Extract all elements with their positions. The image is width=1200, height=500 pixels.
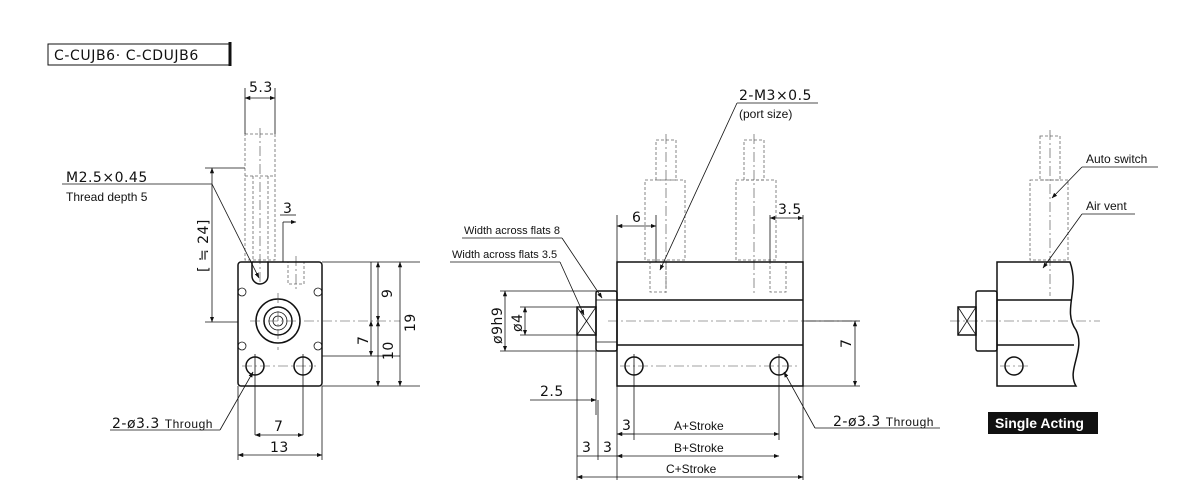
thread-label: M2.5×0.45 (66, 170, 148, 186)
flats-8: Width across flats 8 (464, 225, 560, 237)
dim-9: 9 (380, 289, 396, 298)
dim-3-b: 3 (582, 440, 591, 456)
dim-top: 5.3 (249, 80, 273, 96)
dim-19: 19 (403, 313, 419, 332)
single-acting-badge (988, 412, 1098, 434)
b-stroke: B+Stroke (674, 441, 724, 455)
dim-10: 10 (381, 341, 397, 360)
c-stroke: C+Stroke (666, 462, 717, 476)
dim-7: 7 (356, 336, 372, 345)
air-vent-label: Air vent (1086, 199, 1127, 213)
hole-label: 2-ø3.3 Through (112, 416, 213, 432)
side-view: 2-M3×0.5 (port size) Width across flats … (450, 88, 940, 480)
front-body (237, 261, 323, 387)
side-body (616, 261, 804, 387)
dim-7-side: 7 (839, 339, 855, 348)
dim-3-c: 3 (603, 440, 612, 456)
dim-3-a: 3 (622, 418, 631, 434)
dim-3-5: 3.5 (778, 202, 802, 218)
dim-3: 3 (283, 201, 292, 217)
port-note: (port size) (739, 107, 792, 121)
switch-body (996, 261, 1080, 387)
rod-end (576, 306, 597, 336)
dia-4: ø4 (510, 314, 526, 332)
dim-13: 13 (270, 440, 289, 456)
auto-switch-label: Auto switch (1086, 152, 1147, 166)
dia-9h9: ø9h9 (490, 307, 506, 344)
side-hole-label: 2-ø3.3 Through (833, 414, 934, 430)
dim-6: 6 (632, 210, 641, 226)
dim-2-5: 2.5 (540, 384, 564, 400)
thread-depth: Thread depth 5 (66, 190, 148, 204)
switch-view: Auto switch Air vent Single Acting (950, 130, 1158, 434)
a-stroke: A+Stroke (674, 419, 724, 433)
model-label: C-CUJB6· C-CDUJB6 (54, 48, 199, 64)
flats-3-5: Width across flats 3.5 (452, 249, 557, 261)
single-acting-label: Single Acting (995, 415, 1084, 431)
front-view: 5.3 M2.5×0.45 Thread depth 5 3 [ ≒ 24] 9… (62, 80, 420, 460)
port-label: 2-M3×0.5 (739, 88, 812, 104)
dim-7-bottom: 7 (274, 419, 283, 435)
dim-24: [ ≒ 24] (196, 219, 212, 272)
side-switch-left (644, 134, 686, 296)
model-title-box: C-CUJB6· C-CDUJB6 (47, 42, 232, 66)
